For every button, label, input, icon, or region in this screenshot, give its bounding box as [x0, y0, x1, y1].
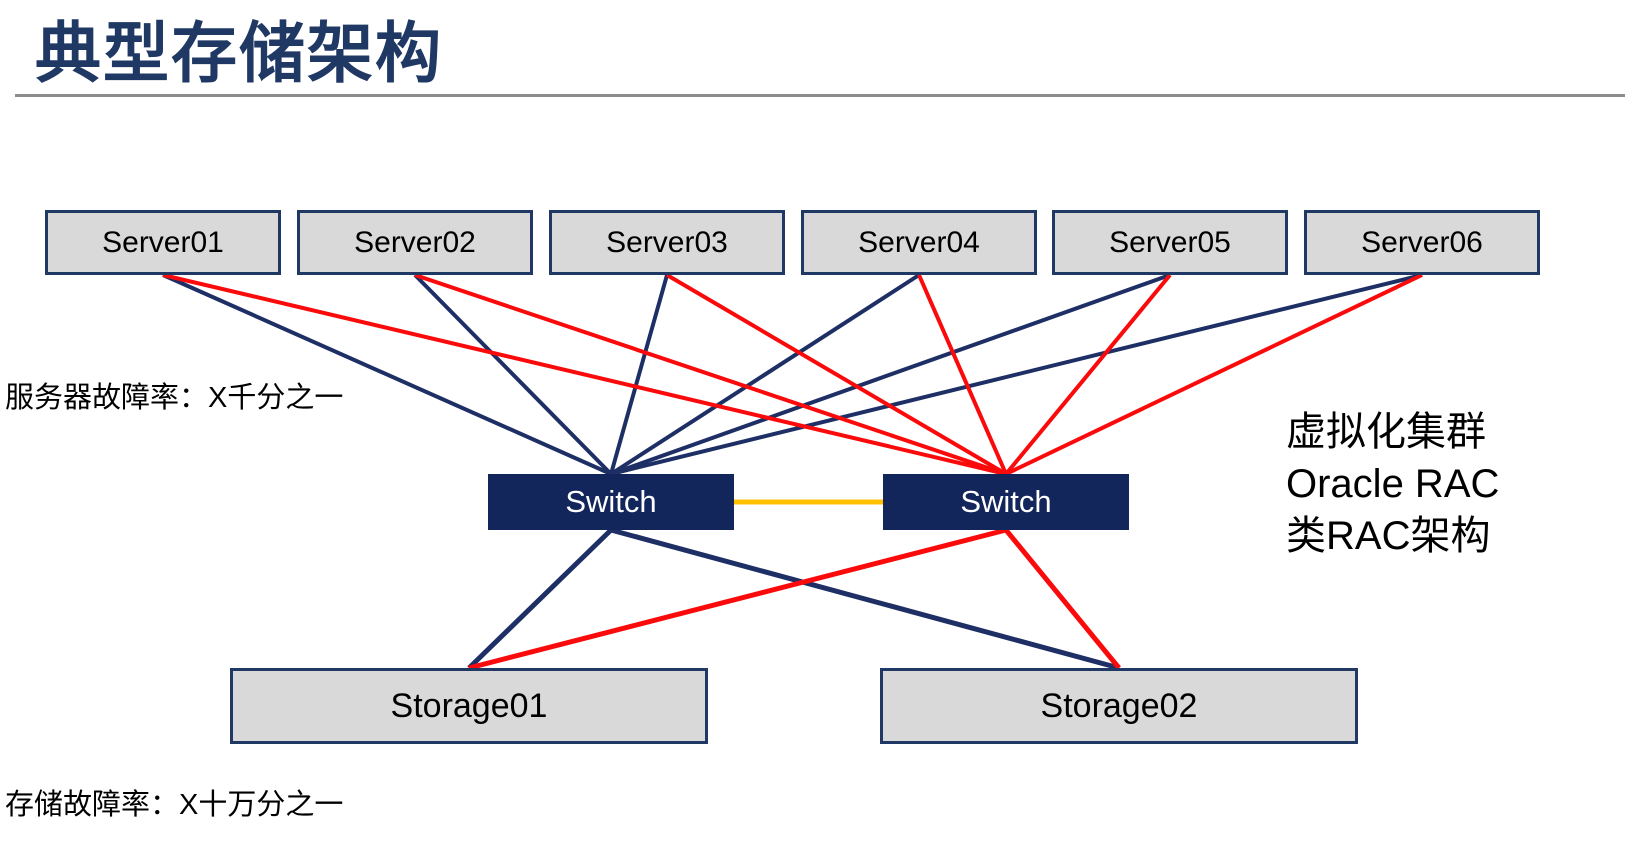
title-divider: [15, 94, 1625, 97]
edge-server02-to-switch-right: [414, 273, 1007, 476]
edge-server01-to-switch-right: [162, 273, 1007, 476]
node-switch-right: Switch: [883, 474, 1129, 530]
edge-switch-right-to-storage01: [468, 527, 1007, 671]
node-label: Storage02: [1040, 686, 1198, 725]
node-label: Storage01: [390, 686, 548, 725]
node-label: Server06: [1361, 225, 1483, 259]
edge-server06-to-switch-right: [1005, 273, 1423, 476]
architecture-note-line-1: 虚拟化集群: [1286, 410, 1486, 454]
node-server01: Server01: [45, 210, 281, 275]
node-server04: Server04: [801, 210, 1037, 275]
node-label: Switch: [960, 484, 1052, 519]
node-storage02: Storage02: [880, 668, 1358, 744]
page-title: 典型存储架构: [35, 16, 443, 90]
edge-server05-to-switch-right: [1004, 273, 1172, 476]
node-server06: Server06: [1304, 210, 1540, 275]
node-label: Server02: [354, 225, 476, 259]
node-label: Switch: [565, 484, 657, 519]
node-server05: Server05: [1052, 210, 1288, 275]
edge-server03-to-switch-right: [665, 273, 1008, 476]
edge-switch-right-to-storage02: [1004, 528, 1121, 670]
edge-switch-left-to-storage02: [610, 527, 1120, 671]
edge-server04-to-switch-left: [609, 273, 921, 476]
architecture-note-line-2: Oracle RAC: [1286, 462, 1500, 506]
node-label: Server01: [102, 225, 224, 259]
edge-server02-to-switch-left: [413, 273, 613, 476]
server-failure-rate-note: 服务器故障率：X千分之一: [5, 382, 344, 414]
edge-switch-left-to-storage01: [467, 528, 613, 670]
node-label: Server04: [858, 225, 980, 259]
storage-failure-rate-note: 存储故障率：X十万分之一: [5, 789, 344, 821]
edge-server01-to-switch-left: [162, 273, 612, 476]
edge-server04-to-switch-right: [917, 274, 1008, 475]
edge-server03-to-switch-left: [609, 274, 669, 475]
node-server03: Server03: [549, 210, 785, 275]
node-storage01: Storage01: [230, 668, 708, 744]
edge-server05-to-switch-left: [610, 273, 1171, 476]
edge-server06-to-switch-left: [610, 273, 1423, 476]
node-switch-left: Switch: [488, 474, 734, 530]
architecture-note: 虚拟化集群 Oracle RAC 类RAC架构: [1286, 406, 1499, 562]
node-label: Server05: [1109, 225, 1231, 259]
node-server02: Server02: [297, 210, 533, 275]
architecture-note-line-3: 类RAC架构: [1286, 514, 1491, 558]
node-label: Server03: [606, 225, 728, 259]
